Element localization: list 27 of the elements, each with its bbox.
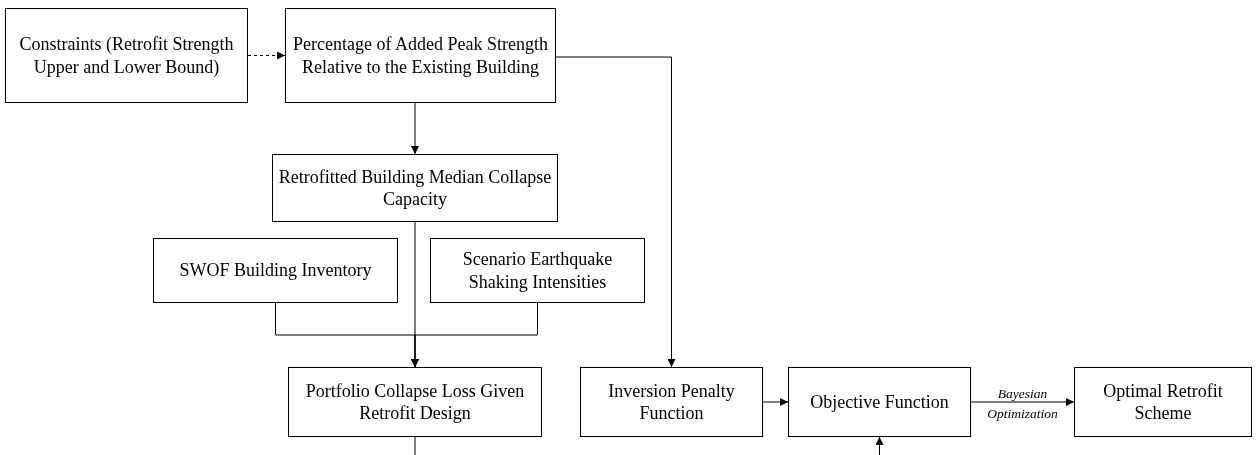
box-label: SWOF Building Inventory	[179, 259, 372, 282]
process-box	[430, 238, 645, 303]
box-label: Optimal Retrofit Scheme	[1102, 379, 1224, 425]
process-box	[153, 238, 398, 303]
box-label: Scenario Earthquake Shaking Intensities	[461, 248, 614, 293]
arrow	[411, 102, 419, 155]
process-box	[288, 367, 542, 437]
box-label: Retrofitted Building Median Collapse Capacity	[277, 165, 553, 211]
box-label: Objective Function	[810, 390, 949, 414]
arrow	[970, 398, 1075, 406]
connector-line	[414, 436, 416, 455]
process-box	[5, 8, 248, 103]
arrow	[762, 398, 789, 406]
process-box	[1074, 367, 1252, 437]
process-box	[580, 367, 763, 437]
arrow	[875, 436, 884, 455]
box-label: Percentage of Added Peak Strength Relative to the Existing Building	[292, 33, 549, 78]
process-box	[788, 367, 971, 437]
arrow	[247, 51, 286, 60]
process-box	[285, 8, 556, 103]
box-label: Constraints (Retrofit Strength Upper and Lower Bound)	[18, 33, 235, 78]
arrow	[555, 56, 676, 368]
edge-label: Bayesian Optimization	[986, 385, 1059, 423]
arrow	[411, 302, 538, 368]
process-box	[272, 154, 558, 222]
box-label: Inversion Penalty Function	[607, 379, 736, 425]
box-label: Portfolio Collapse Loss Given Retrofit Design	[304, 379, 526, 425]
